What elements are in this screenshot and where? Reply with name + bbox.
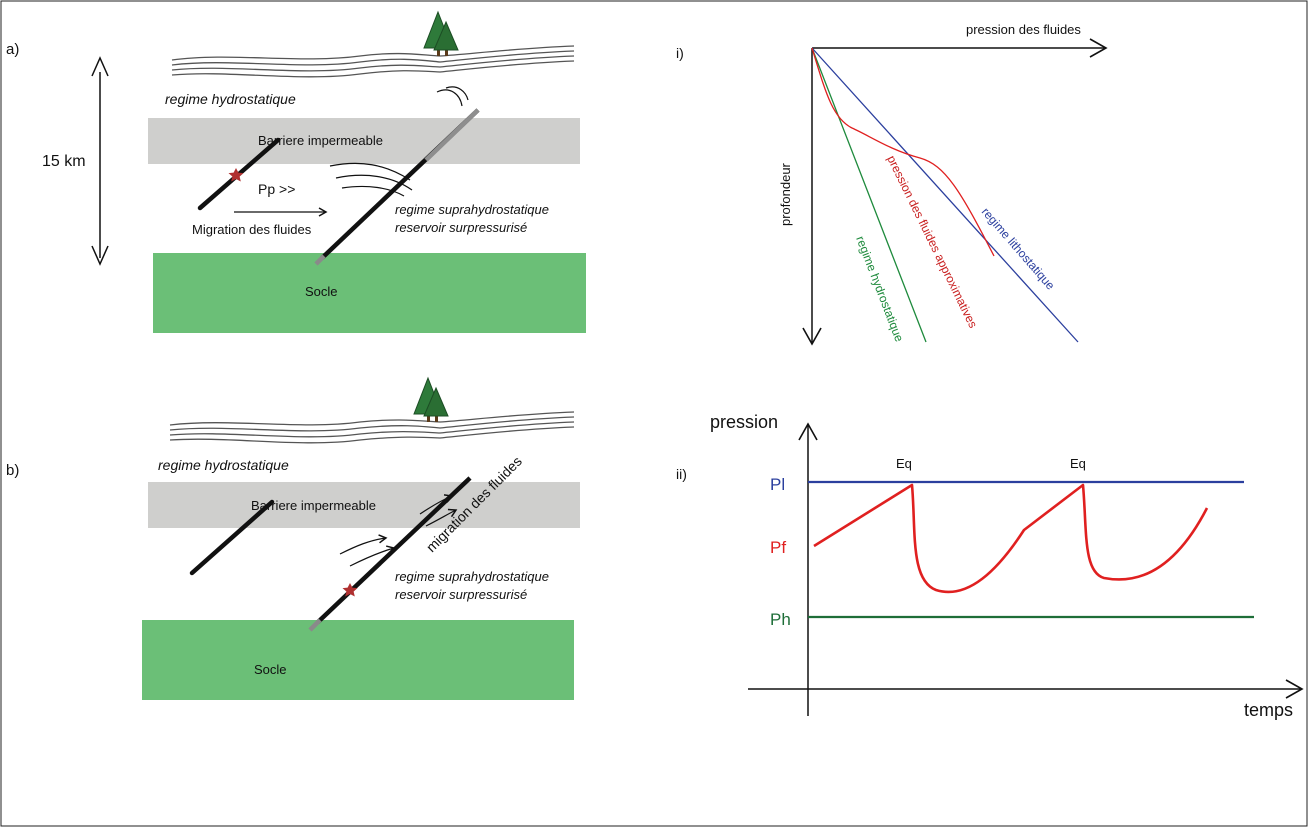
graph-ii-label: ii) — [676, 466, 687, 482]
regime-hydro-label-a: regime hydrostatique — [165, 91, 296, 107]
escape-lines-a — [436, 86, 469, 107]
panel-a: a) 15 km regime hydrostatique Barriere i… — [6, 10, 586, 333]
pressure-label-a: Pp >> — [258, 181, 295, 197]
panel-b: b) regime hydrostatique Barriere imperme… — [6, 376, 580, 700]
migration-label-a: Migration des fluides — [192, 222, 312, 237]
tree-icon — [423, 10, 459, 56]
regime-supra-label-b: regime suprahydrostatique — [395, 569, 549, 584]
hydrostatic-curve-label: regime hydrostatique — [853, 234, 906, 344]
ground-surface-b — [169, 411, 575, 444]
barrier-label-b: Barriere impermeable — [251, 498, 376, 513]
earthquake-star-icon-b — [342, 583, 358, 597]
depth-axis-label: profondeur — [778, 162, 793, 226]
pressure-axis-label: pression — [710, 412, 778, 432]
panel-a-label: a) — [6, 41, 19, 58]
regime-supra-label-a: regime suprahydrostatique — [395, 202, 549, 217]
earthquake-star-icon-a — [228, 168, 244, 182]
main-fault-base-a — [314, 254, 326, 266]
lithostatic-curve — [811, 47, 1079, 343]
graph-i-label: i) — [676, 45, 684, 61]
time-axis-label: temps — [1244, 700, 1293, 720]
flow-arrows-b — [339, 494, 458, 567]
pl-level-label: Pl — [770, 475, 785, 494]
socle-block-b — [142, 620, 574, 700]
scale-arrow-down-icon — [91, 245, 109, 266]
impermeable-barrier-a — [148, 118, 580, 164]
ground-surface-a — [171, 45, 575, 78]
scale-label: 15 km — [42, 153, 86, 170]
regime-hydro-label-b: regime hydrostatique — [158, 457, 289, 473]
socle-block-a — [153, 253, 586, 333]
earthquake-label-1: Eq — [896, 456, 912, 471]
reservoir-label-b: reservoir surpressurisé — [395, 587, 527, 602]
fluid-pressure-curve — [811, 47, 995, 257]
main-fault-base-b — [308, 618, 322, 632]
socle-label-a: Socle — [305, 284, 338, 299]
earthquake-label-2: Eq — [1070, 456, 1086, 471]
main-fault-upper-a — [424, 108, 480, 162]
graph-i: i) pression des fluides profondeur regim… — [676, 22, 1108, 346]
hydrostatic-curve — [811, 47, 927, 343]
reservoir-label-a: reservoir surpressurisé — [395, 220, 527, 235]
scale-arrow-up-icon — [91, 56, 109, 77]
flow-lines-a — [329, 162, 413, 197]
minor-fault-b — [189, 499, 275, 576]
graph-ii: ii) pression temps Eq Eq Pl Pf Ph — [676, 412, 1304, 720]
fluid-pressure-axis-label: pression des fluides — [966, 22, 1081, 37]
fluid-pressure-cycle-curve — [813, 483, 1209, 594]
ph-level-label: Ph — [770, 610, 791, 629]
socle-label-b: Socle — [254, 662, 287, 677]
fluid-curve-label: pression des fluides approximatives — [884, 153, 980, 330]
panel-b-label: b) — [6, 462, 19, 479]
barrier-label-a: Barriere impermeable — [258, 133, 383, 148]
impermeable-barrier-b — [148, 482, 580, 528]
tree-icon — [413, 376, 449, 422]
pf-level-label: Pf — [770, 538, 786, 557]
